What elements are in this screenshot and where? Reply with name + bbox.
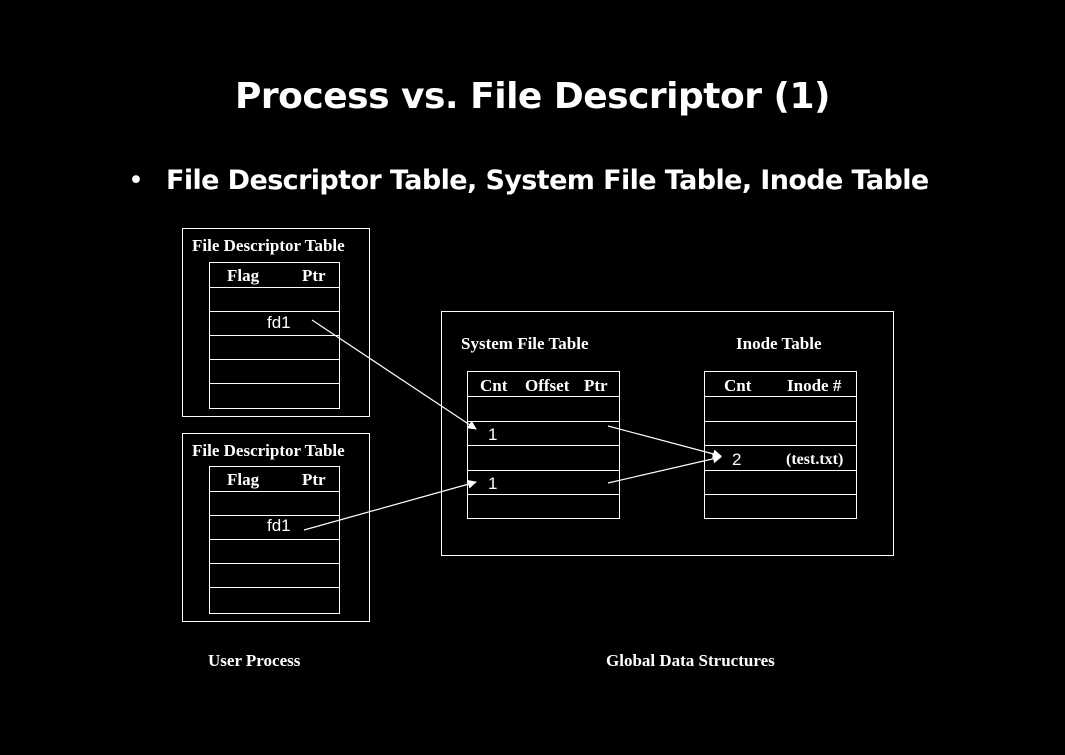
- bullet-item: • File Descriptor Table, System File Tabl…: [128, 165, 929, 196]
- fd-col-flag-2: Flag: [227, 470, 260, 489]
- table-row: [468, 421, 619, 445]
- fd-table-container-2: [182, 433, 370, 622]
- table-row: [705, 445, 856, 469]
- fd-entry-2: fd1: [267, 516, 291, 535]
- fd-table-container-1: [182, 228, 370, 417]
- table-row: [468, 445, 619, 469]
- table-row: [468, 494, 619, 518]
- fd-col-ptr-2: Ptr: [302, 470, 326, 489]
- arrow-fd1-to-sft-entry-1: [311, 319, 477, 430]
- table-row: [210, 539, 339, 563]
- table-row: [210, 287, 339, 311]
- arrow-sft-entry-2-to-inode: [607, 454, 722, 484]
- table-row: [468, 470, 619, 494]
- table-row: [705, 470, 856, 494]
- inode-col-number: Inode #: [787, 376, 842, 395]
- arrow-fd2-to-sft-entry-2: [303, 479, 477, 531]
- table-row: [210, 383, 339, 408]
- table-row: [210, 335, 339, 359]
- inode-table-title: Inode Table: [736, 334, 822, 353]
- table-row: [705, 421, 856, 445]
- table-row: [210, 311, 339, 335]
- sft-col-cnt: Cnt: [480, 376, 508, 395]
- slide-title: Process vs. File Descriptor (1): [235, 76, 830, 117]
- system-file-table-grid: Cnt Offset Ptr 1 1: [467, 371, 620, 519]
- table-row: [210, 587, 339, 613]
- fd-table-grid-1: Flag Ptr fd1: [209, 262, 340, 409]
- table-row: [210, 563, 339, 587]
- fd-col-flag-1: Flag: [227, 266, 260, 285]
- fd-table-title-1: File Descriptor Table: [192, 236, 345, 255]
- fd-table-grid-2: Flag Ptr fd1: [209, 466, 340, 614]
- arrow-sft-entry-1-to-inode: [607, 425, 722, 459]
- inode-entry-name: (test.txt): [786, 451, 844, 468]
- inode-entry-cnt: 2: [732, 450, 742, 469]
- table-row: [210, 515, 339, 539]
- table-row: [468, 396, 619, 420]
- user-process-label: User Process: [208, 651, 301, 670]
- table-row: [705, 494, 856, 518]
- system-file-table-title: System File Table: [461, 334, 589, 353]
- fd-col-ptr-1: Ptr: [302, 266, 326, 285]
- sft-col-ptr: Ptr: [584, 376, 608, 395]
- table-row: [705, 396, 856, 420]
- sft-entry-2: 1: [488, 474, 498, 493]
- table-row: [210, 491, 339, 515]
- sft-col-offset: Offset: [525, 376, 570, 395]
- bullet-text: File Descriptor Table, System File Table…: [166, 165, 929, 196]
- fd-table-title-2: File Descriptor Table: [192, 441, 345, 460]
- fd-entry-1: fd1: [267, 313, 291, 332]
- inode-table-grid: Cnt Inode # 2 (test.txt): [704, 371, 857, 519]
- inode-col-cnt: Cnt: [724, 376, 752, 395]
- table-row: [210, 359, 339, 383]
- sft-entry-1: 1: [488, 425, 498, 444]
- global-structures-label: Global Data Structures: [606, 651, 775, 670]
- global-structures-container: [441, 311, 894, 556]
- bullet-icon: •: [128, 165, 144, 196]
